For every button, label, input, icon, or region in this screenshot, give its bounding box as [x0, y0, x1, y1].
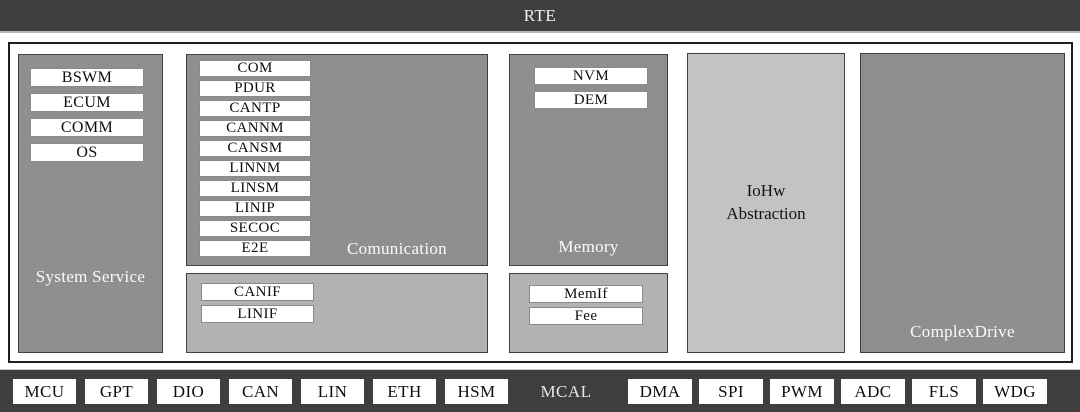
- module-nvm: NVM: [534, 67, 648, 85]
- module-com: COM: [199, 60, 311, 77]
- module-linip: LINIP: [199, 200, 311, 217]
- module-dma: DMA: [628, 379, 692, 404]
- module-gpt: GPT: [85, 379, 148, 404]
- iohw-label-line2: Abstraction: [726, 204, 806, 223]
- communication-label: Comunication: [347, 239, 447, 258]
- mcal-left-modules: MCU GPT DIO CAN LIN ETH HSM: [13, 379, 508, 404]
- bsw-container: BSWM ECUM COMM OS System Service COM PDU…: [8, 42, 1073, 363]
- iohw-abstraction-layer: IoHw Abstraction: [687, 53, 845, 353]
- rte-layer-bar: RTE: [0, 0, 1080, 33]
- module-dio: DIO: [157, 379, 220, 404]
- module-cannm: CANNM: [199, 120, 311, 137]
- memory-modules: NVM DEM: [534, 67, 648, 109]
- module-cantp: CANTP: [199, 100, 311, 117]
- module-fls: FLS: [912, 379, 976, 404]
- module-hsm: HSM: [445, 379, 508, 404]
- iohw-label-line1: IoHw: [746, 181, 786, 201]
- system-service-layer: BSWM ECUM COMM OS System Service: [18, 54, 163, 353]
- module-mcu: MCU: [13, 379, 76, 404]
- module-comm: COMM: [30, 118, 144, 137]
- module-lin: LIN: [301, 379, 364, 404]
- module-os: OS: [30, 143, 144, 162]
- module-eth: ETH: [373, 379, 436, 404]
- rte-label: RTE: [523, 5, 557, 25]
- module-fee: Fee: [529, 307, 643, 325]
- module-pdur: PDUR: [199, 80, 311, 97]
- module-canif: CANIF: [201, 283, 314, 301]
- memory-layer: NVM DEM Memory: [509, 54, 668, 266]
- system-service-modules: BSWM ECUM COMM OS: [30, 68, 144, 162]
- mcal-label: MCAL: [540, 381, 592, 401]
- module-cansm: CANSM: [199, 140, 311, 157]
- mcal-layer-bar: MCU GPT DIO CAN LIN ETH HSM MCAL DMA SPI…: [0, 369, 1080, 412]
- module-ecum: ECUM: [30, 93, 144, 112]
- module-secoc: SECOC: [199, 220, 311, 237]
- complex-drive-layer: ComplexDrive: [860, 53, 1065, 353]
- memory-label: Memory: [558, 237, 619, 256]
- module-wdg: WDG: [983, 379, 1047, 404]
- communication-interface-box: CANIF LINIF: [186, 273, 488, 353]
- memory-interface-box: MemIf Fee: [509, 273, 668, 353]
- communication-interface-modules: CANIF LINIF: [201, 283, 314, 323]
- communication-layer: COM PDUR CANTP CANNM CANSM LINNM LINSM L…: [186, 54, 488, 266]
- memory-interface-modules: MemIf Fee: [529, 285, 643, 325]
- module-bswm: BSWM: [30, 68, 144, 87]
- module-spi: SPI: [699, 379, 763, 404]
- system-service-label: System Service: [35, 267, 146, 286]
- module-linif: LINIF: [201, 305, 314, 323]
- module-adc: ADC: [841, 379, 905, 404]
- module-can: CAN: [229, 379, 292, 404]
- complex-drive-label: ComplexDrive: [910, 322, 1015, 341]
- mcal-right-modules: DMA SPI PWM ADC FLS WDG: [628, 379, 1047, 404]
- module-memif: MemIf: [529, 285, 643, 303]
- module-dem: DEM: [534, 91, 648, 109]
- communication-modules: COM PDUR CANTP CANNM CANSM LINNM LINSM L…: [199, 60, 311, 257]
- module-linnm: LINNM: [199, 160, 311, 177]
- module-linsm: LINSM: [199, 180, 311, 197]
- module-pwm: PWM: [770, 379, 834, 404]
- module-e2e: E2E: [199, 240, 311, 257]
